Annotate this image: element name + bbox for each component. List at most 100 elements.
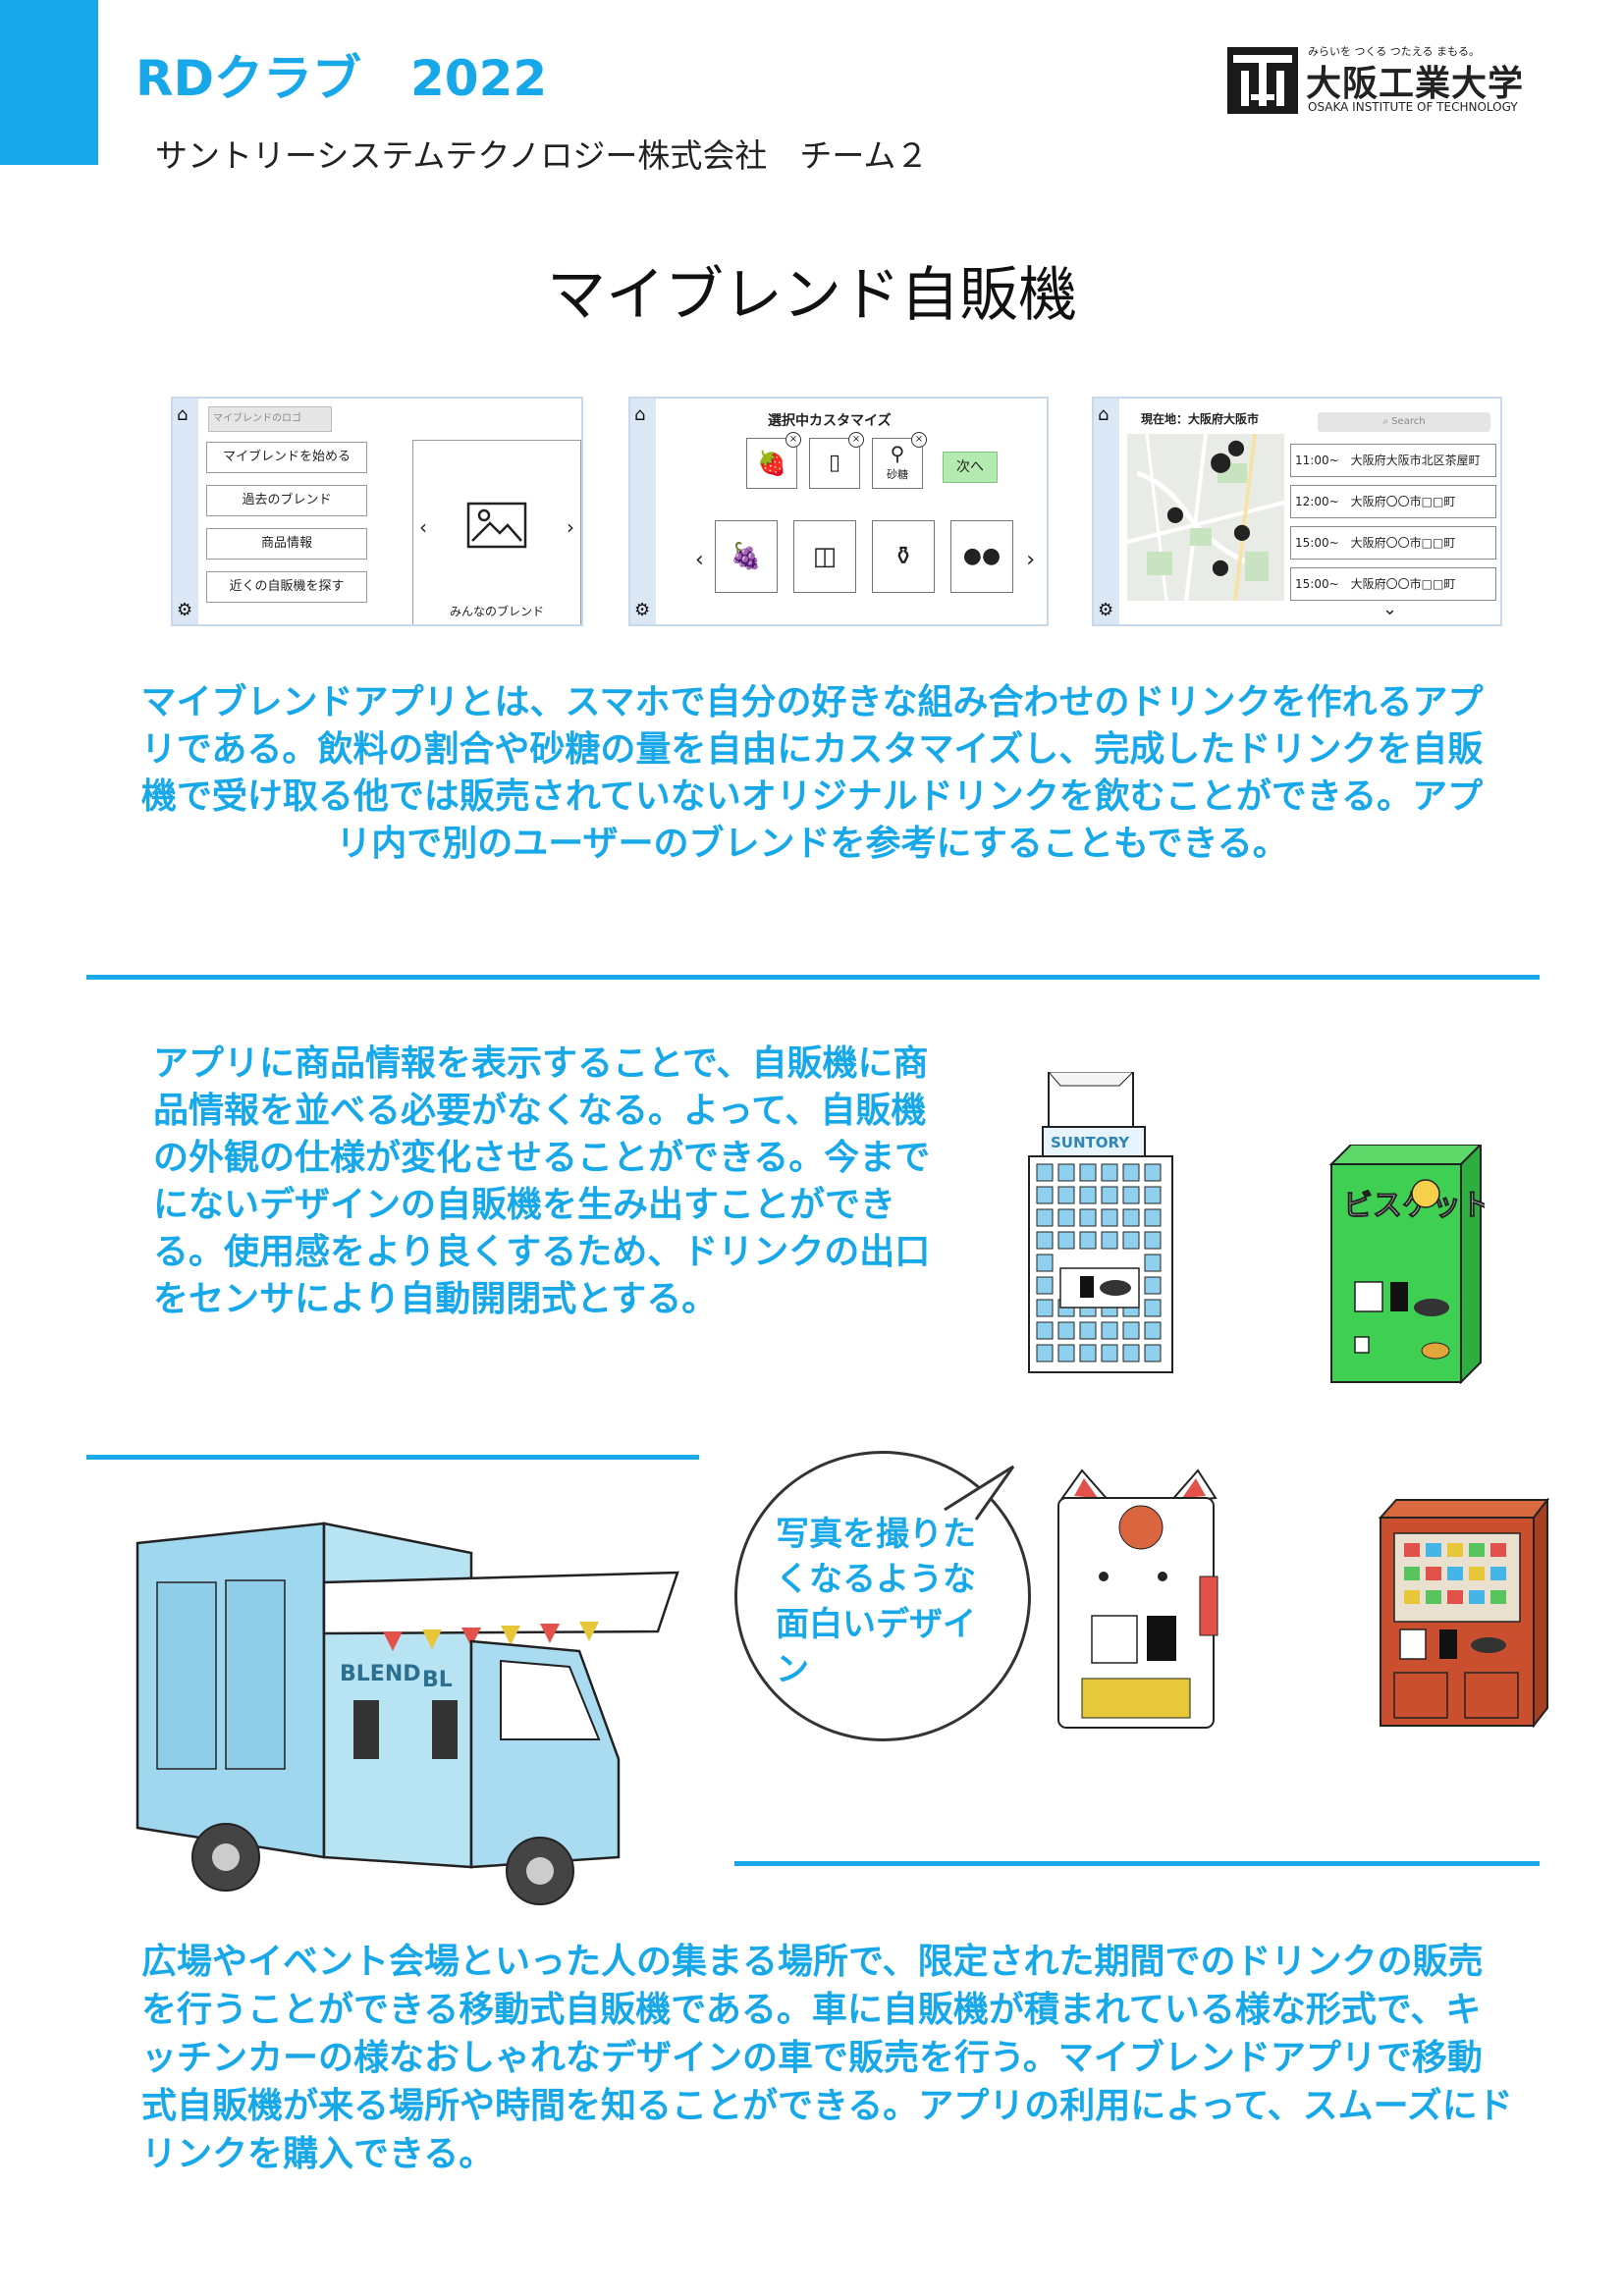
building-window [1101,1321,1118,1340]
speech-bubble-text: 写真を撮りたくなるような面白いデザイン [776,1515,976,1689]
image-placeholder-icon [466,502,527,549]
mobile-vending-text: 広場やイベント会場といった人の集まる場所で、限定された期間でのドリンクの販売を行… [141,1942,1513,2174]
map-pin-icon[interactable]: ⬤ [1210,450,1232,473]
schedule-row[interactable]: 15:00~ 大阪府〇〇市□□町 [1290,526,1496,560]
community-blend-panel[interactable]: ‹ › みんなのブレンド [412,440,581,624]
app-screen-finder: ⌂ ⚙ 現在地：大阪府大阪市 ⬤ ⬤ ⬤ ⬤ ⬤ ⌕ Search 11:00~… [1092,397,1502,626]
building-window [1101,1231,1118,1250]
speech-bubble-tail [944,1465,1015,1521]
building-window [1079,1163,1097,1182]
current-location: 現在地：大阪府大阪市 [1141,412,1260,426]
truck-sign-blend: BLEND [340,1662,421,1686]
app-logo-placeholder: マイブレンドのロゴ [208,406,332,432]
club-title: RDクラブ 2022 [135,50,548,107]
building-window [1101,1163,1118,1182]
building-window [1057,1208,1075,1227]
section-divider [734,1861,1540,1866]
chevron-left-icon[interactable]: ‹ [419,515,427,539]
next-button[interactable]: 次へ [943,452,998,483]
map-pin-icon[interactable]: ⬤ [1227,438,1245,456]
schedule-row[interactable]: 12:00~ 大阪府〇〇市□□町 [1290,485,1496,518]
coffee-bean-icon: ●● [962,544,1001,568]
gear-icon[interactable]: ⚙ [1098,600,1114,620]
logo-english: OSAKA INSTITUTE OF TECHNOLOGY [1308,100,1518,114]
building-window [1122,1321,1140,1340]
building-window [1036,1299,1054,1317]
home-icon[interactable]: ⌂ [177,404,189,425]
chevron-left-icon[interactable]: ‹ [695,548,704,572]
map-pin-icon[interactable]: ⬤ [1166,505,1184,523]
map-view[interactable] [1127,434,1284,601]
gear-icon[interactable]: ⚙ [634,600,651,620]
product-info-button[interactable]: 商品情報 [206,528,367,560]
app-sidebar [1094,399,1119,624]
building-window [1036,1208,1054,1227]
building-window [1144,1321,1162,1340]
remove-icon[interactable]: × [911,432,927,448]
building-sign: SUNTORY [1051,1134,1130,1151]
search-input[interactable]: ⌕ Search [1318,412,1490,432]
selected-milk-tile[interactable]: ▯ [809,438,860,489]
building-window [1036,1186,1054,1204]
chevron-right-icon[interactable]: › [1026,548,1035,572]
chevron-down-icon[interactable]: ⌄ [1382,599,1398,619]
building-window [1122,1231,1140,1250]
strawberry-icon: 🍓 [757,450,786,477]
sugar-label: 砂糖 [887,468,908,481]
remove-icon[interactable]: × [848,432,864,448]
map-pin-icon[interactable]: ⬤ [1212,558,1229,576]
building-window [1122,1163,1140,1182]
section-divider [86,975,1540,980]
spoon-icon: ⚲ [890,442,905,465]
ingredient-water-tile[interactable]: ◫ [793,520,856,593]
building-window [1122,1344,1140,1362]
lucky-cat-vending-machine-illustration [1057,1468,1218,1729]
building-window [1057,1163,1075,1182]
bottle-icon: ⚱ [893,542,914,571]
glass-icon: ◫ [812,542,838,571]
section-divider [86,1455,699,1460]
app-screen-menu: ⌂ ⚙ マイブレンドのロゴ マイブレンドを始める 過去のブレンド 商品情報 近く… [171,397,583,626]
schedule-row[interactable]: 11:00~ 大阪府大阪市北区茶屋町 [1290,444,1496,477]
schedule-row[interactable]: 15:00~ 大阪府〇〇市□□町 [1290,567,1496,601]
find-machine-button[interactable]: 近くの自販機を探す [206,571,367,603]
university-logo: みらいを つくる つたえる まもる。 大阪工業大学 OSAKA INSTITUT… [1227,43,1532,114]
past-blends-button[interactable]: 過去のブレンド [206,485,367,516]
building-window [1036,1276,1054,1295]
building-window [1057,1344,1075,1362]
start-blend-button[interactable]: マイブレンドを始める [206,442,367,473]
building-window [1144,1231,1162,1250]
building-window [1036,1254,1054,1272]
page-title: マイブレンド自販機 [547,261,1077,330]
remove-icon[interactable]: × [785,432,801,448]
building-window [1144,1276,1162,1295]
building-window [1036,1163,1054,1182]
building-window [1036,1231,1054,1250]
cabinet-vending-machine-illustration [1378,1498,1550,1728]
biscuit-vending-machine-illustration: ビスケット [1328,1145,1485,1384]
building-window [1144,1186,1162,1204]
customize-heading: 選択中カスタマイズ [768,413,892,429]
building-window [1057,1186,1075,1204]
team-name: サントリーシステムテクノロジー株式会社 チーム２ [155,136,929,175]
building-window [1122,1208,1140,1227]
ingredient-bottle-tile[interactable]: ⚱ [872,520,935,593]
app-screen-customize: ⌂ ⚙ 選択中カスタマイズ 🍓 ▯ ⚲ 砂糖 × × × 次へ ‹ › 🍇 ◫ … [628,397,1049,626]
building-window [1036,1344,1054,1362]
building-window [1144,1254,1162,1272]
truck-sign-bl: BL [422,1668,453,1692]
building-window [1144,1299,1162,1317]
building-window [1057,1231,1075,1250]
oit-mark-icon [1227,47,1298,114]
map-pin-icon[interactable]: ⬤ [1233,522,1251,541]
building-window [1101,1344,1118,1362]
gear-icon[interactable]: ⚙ [177,600,193,620]
ingredient-grape-tile[interactable]: 🍇 [715,520,778,593]
chevron-right-icon[interactable]: › [567,515,574,539]
building-window [1079,1344,1097,1362]
home-icon[interactable]: ⌂ [634,404,646,425]
home-icon[interactable]: ⌂ [1098,404,1110,425]
bunting-flags [383,1622,599,1651]
ingredient-coffee-tile[interactable]: ●● [950,520,1013,593]
selected-strawberry-tile[interactable]: 🍓 [746,438,797,489]
